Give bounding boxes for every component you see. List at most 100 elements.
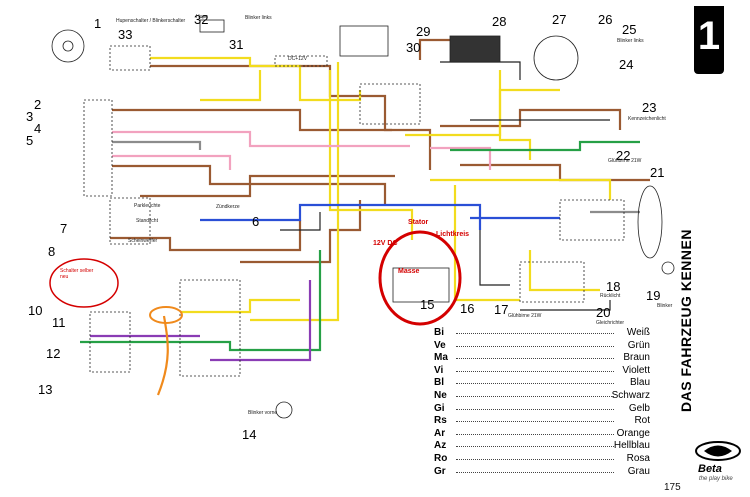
component-number: 30 [406,40,421,55]
wire-pink [112,130,410,148]
component-number: 15 [420,297,435,312]
legend-color-name: Weiß [626,327,650,338]
chapter-number: 1 [697,14,721,58]
brand-tagline: the play bike [699,476,733,482]
component-label: Glühbirne 21W [608,158,642,164]
connector-block-top [109,45,151,71]
ignition-switch [51,29,85,63]
component-number: 21 [650,165,665,180]
component-number: 4 [34,121,42,136]
component-label: Glühbirne 21W [508,313,542,319]
connector-block-left [83,99,113,197]
component-label: Blinker links [617,38,644,44]
wire-yellow [528,250,600,292]
component-number: 10 [28,303,43,318]
tail-connectors [519,261,585,303]
component-label: Hupe [196,14,208,20]
component-label: DC+12V [288,56,308,62]
wire-yellow [200,70,262,102]
stator [392,267,450,303]
left-note: Schalter selber neu [60,268,94,280]
legend-row: Ma Braun [434,352,670,365]
component-number: 26 [598,12,613,27]
stator-highlight [378,230,462,326]
legend-row: Bl Blau [434,377,670,390]
legend-color-name: Rosa [626,452,650,464]
component-label: Scheinwerfer [128,238,158,244]
legend-leader [456,433,614,435]
wire-yellow [405,88,560,137]
component-number: 24 [619,57,634,72]
component-label: Standlicht [136,218,158,224]
wire-blue [200,203,482,230]
component-number: 33 [118,27,133,42]
legend-code: Ar [434,427,446,439]
component-number: 23 [642,100,657,115]
component-label: Rücklicht [600,293,621,299]
component-number: 32 [194,12,209,27]
wire-black [280,212,321,231]
wire-yellow [250,62,340,322]
wire-violet [210,280,312,362]
legend-color-name: Blau [629,377,650,389]
legend-code: Bl [434,377,444,389]
legend-color-name: Violett [622,364,650,376]
component-number: 3 [26,109,34,124]
wire-orange [156,315,169,396]
wire-yellow [180,298,300,314]
headlight-switch [109,197,151,245]
wire-yellow [498,70,532,160]
legend-color-name: Hellblau [613,440,650,452]
legend-color-name: Gelb [628,402,650,414]
component-number: 27 [552,12,567,27]
component-number: 18 [606,279,621,294]
beta-logo-icon [695,441,741,461]
component-number: 6 [252,214,260,229]
component-label: Parkleuchte [134,203,161,209]
wire-green [450,140,640,152]
lichtkreis-note: Lichtkreis [436,231,470,238]
component-number: 17 [494,302,509,317]
component-number: 13 [38,382,53,397]
wire-brown [440,108,622,130]
legend-code: Bi [434,327,444,338]
wire-brown [460,163,650,182]
legend-code: Vi [434,364,444,376]
connector-bank-2 [89,311,131,373]
wire-brown [112,108,392,132]
legend-leader [456,421,614,423]
legend-leader [456,408,614,410]
regulator [449,35,501,63]
wire-black [440,61,521,80]
legend-leader [456,333,614,334]
wire-brown [112,164,387,205]
legend-row: Vi Violett [434,365,670,378]
central-harness [359,83,421,125]
legend-color-name: Braun [623,352,650,364]
component-number: 19 [646,288,661,303]
wire-black [479,230,510,286]
legend-color-name: Grün [627,339,650,351]
legend-leader [456,370,614,372]
component-number: 11 [52,315,66,330]
component-number: 12 [46,346,61,361]
wire-yellow [328,70,414,240]
brand-name: Beta [698,463,722,475]
component-label: Gleichrichter [596,320,625,326]
chapter-title: DAS FAHRZEUG KENNEN [678,229,694,412]
connector-bank [179,279,241,377]
legend-color-name: Schwarz [611,389,650,401]
legend-code: Ma [434,352,448,364]
component-label: Blinker links [245,15,272,21]
component-number: 8 [48,244,56,259]
masse-note: Masse [398,268,420,275]
wire-yellow [430,178,612,200]
